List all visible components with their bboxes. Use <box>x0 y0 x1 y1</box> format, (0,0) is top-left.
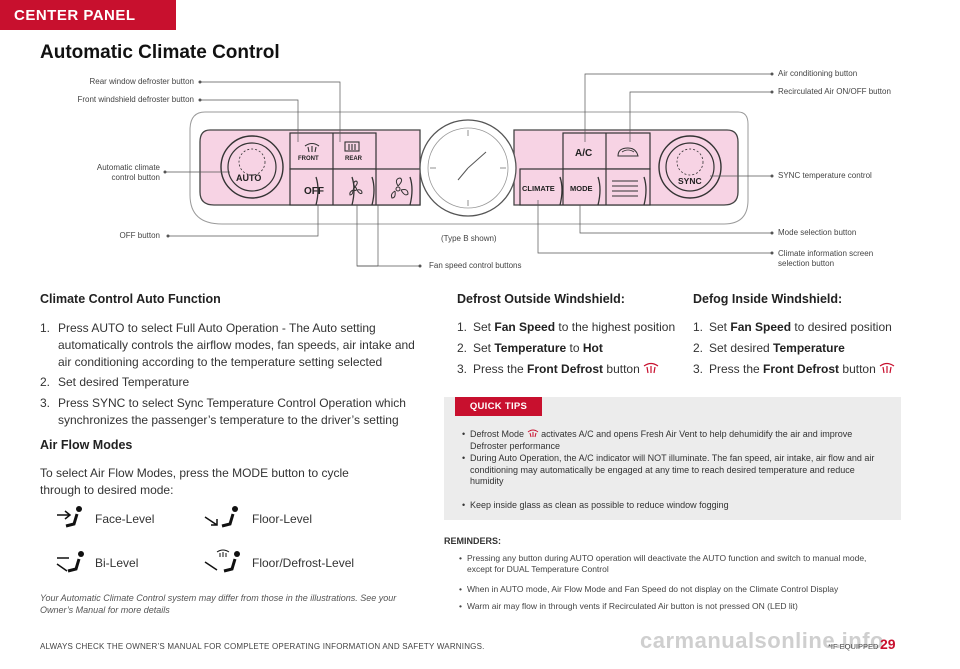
auto-step-3-text: Press SYNC to select Sync Temperature Co… <box>58 396 406 427</box>
reminders-heading: REMINDERS: <box>444 536 502 546</box>
climate-button-label[interactable]: CLIMATE <box>522 184 555 193</box>
watermark: carmanualsonline.info <box>640 628 884 653</box>
callout-off-button: OFF button <box>119 231 160 240</box>
reminder-3: •Warm air may flow in through vents if R… <box>459 601 798 611</box>
auto-step-1: 1. Press AUTO to select Full Auto Operat… <box>40 320 420 371</box>
mode-button-label[interactable]: MODE <box>570 184 593 193</box>
front-defrost-icon <box>879 362 895 374</box>
mode-bi-level: Bi-Level <box>95 556 139 570</box>
auto-button-label[interactable]: AUTO <box>236 173 262 183</box>
auto-step-3: 3. Press SYNC to select Sync Temperature… <box>40 395 420 429</box>
illustration-note: Your Automatic Climate Control system ma… <box>40 593 397 615</box>
mode-floor-level: Floor-Level <box>252 512 313 526</box>
defog-step-2: 2.Set desired Temperature <box>693 341 845 355</box>
quick-tip-2: •During Auto Operation, the A/C indicato… <box>462 453 875 486</box>
footer-warning: ALWAYS CHECK THE OWNER’S MANUAL FOR COMP… <box>40 642 485 651</box>
rear-button-label[interactable]: REAR <box>345 156 363 162</box>
ac-button-label[interactable]: A/C <box>575 148 593 159</box>
defrost-outside-heading: Defrost Outside Windshield: <box>457 292 625 306</box>
defrost-step-3: 3.Press the Front Defrost button <box>457 361 659 378</box>
mode-face-level: Face-Level <box>95 512 155 526</box>
callout-type-note: (Type B shown) <box>441 234 497 243</box>
floor-defrost-level-icon <box>204 549 240 573</box>
callout-mode-selection: Mode selection button <box>778 228 857 237</box>
air-flow-intro: To select Air Flow Modes, press the MODE… <box>40 466 349 497</box>
floor-level-icon <box>204 506 238 528</box>
callout-front-defrost: Front windshield defroster button <box>77 95 194 104</box>
mode-floor-defrost-level: Floor/Defrost-Level <box>252 556 355 570</box>
if-equipped-note: *IF EQUIPPED <box>828 642 879 651</box>
callout-climate-info: Climate information screen selection but… <box>778 249 874 268</box>
callout-rear-defrost: Rear window defroster button <box>89 77 195 86</box>
callout-sync-temp: SYNC temperature control <box>778 171 872 180</box>
page-title: Automatic Climate Control <box>40 42 280 63</box>
front-button-label[interactable]: FRONT <box>298 156 319 162</box>
defrost-step-2: 2.Set Temperature to Hot <box>457 341 603 355</box>
face-level-icon <box>57 506 82 528</box>
quick-tip-1: •Defrost Mode activates A/C and opens Fr… <box>462 429 853 451</box>
callout-auto-button: Automatic climate control button <box>96 163 160 182</box>
quick-tips-box <box>444 397 901 520</box>
callout-fan-speed: Fan speed control buttons <box>429 261 522 270</box>
defog-step-3: 3.Press the Front Defrost button <box>693 361 895 378</box>
air-flow-heading: Air Flow Modes <box>40 438 133 452</box>
auto-step-1-text: Press AUTO to select Full Auto Operation… <box>58 321 415 369</box>
bi-level-icon <box>56 551 84 573</box>
auto-function-heading: Climate Control Auto Function <box>40 292 221 306</box>
page-number: 29 <box>880 636 896 652</box>
defog-step-1: 1.Set Fan Speed to desired position <box>693 320 892 334</box>
sync-button-label[interactable]: SYNC <box>678 176 702 186</box>
reminder-2: •When in AUTO mode, Air Flow Mode and Fa… <box>459 584 839 594</box>
quick-tip-3: •Keep inside glass as clean as possible … <box>462 500 729 510</box>
callout-ac-button: Air conditioning button <box>778 69 858 78</box>
auto-step-2-text: Set desired Temperature <box>58 375 190 389</box>
section-tab: CENTER PANEL <box>0 0 176 30</box>
quick-tips-label: QUICK TIPS <box>455 397 542 416</box>
auto-step-2: 2. Set desired Temperature <box>40 374 420 391</box>
reminder-1: •Pressing any button during AUTO operati… <box>459 553 867 574</box>
callout-recirc: Recirculated Air ON/OFF button <box>778 87 891 96</box>
front-defrost-icon <box>643 362 659 374</box>
defrost-step-1: 1.Set Fan Speed to the highest position <box>457 320 676 334</box>
defrost-mode-icon <box>527 429 538 438</box>
climate-panel-diagram <box>163 72 774 268</box>
off-button-label[interactable]: OFF <box>304 186 324 197</box>
defog-inside-heading: Defog Inside Windshield: <box>693 292 843 306</box>
